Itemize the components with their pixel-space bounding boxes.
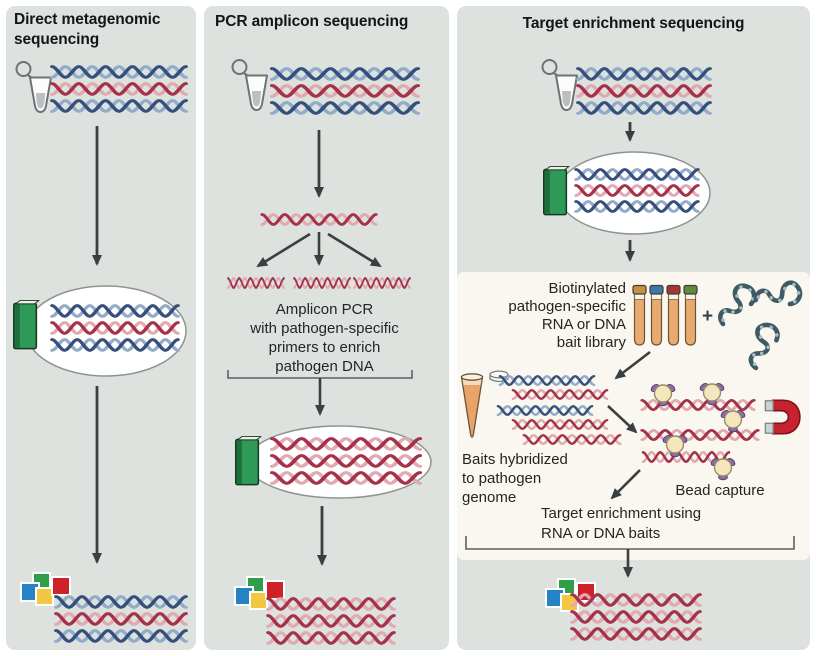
bait-tube-icon [683, 284, 698, 346]
amplicon-fragment-icon [228, 278, 284, 288]
flow-arrow-down [317, 506, 327, 566]
label-line: Target enrichment using [541, 505, 702, 522]
dna-helix-blue-icon [56, 630, 186, 642]
magnetic-bead-icon [698, 381, 726, 406]
label-line: bait library [556, 334, 626, 351]
flow-arrow-down [92, 126, 102, 266]
dna-helix-blue-icon [56, 596, 186, 608]
title-line: sequencing [14, 31, 100, 48]
caption-line: Amplicon PCR [275, 301, 374, 318]
dna-helix-red-icon [52, 83, 186, 95]
panel1-title: Direct metagenomic sequencing [14, 10, 192, 50]
sample-tube-icon [231, 59, 268, 111]
dna-helix-red-icon [56, 613, 186, 625]
book-icon [13, 299, 40, 350]
magnet-icon [764, 399, 801, 435]
magnetic-bead-icon [719, 408, 747, 433]
dna-helix-blue-icon [52, 339, 178, 351]
dna-helix-blue-icon [576, 201, 698, 212]
flow-arrow-down [625, 240, 635, 262]
bait-strand-red-icon [513, 390, 607, 399]
dna-helix-red-icon [268, 615, 394, 627]
dna-helix-blue-icon [52, 100, 186, 112]
dna-helix-red-icon [576, 185, 698, 196]
label-line: RNA or DNA [541, 316, 626, 333]
book-icon [543, 165, 570, 216]
dna-helix-red-icon [572, 628, 700, 640]
bait-strand-red-icon [513, 420, 607, 429]
arrow-beads-to-enrichment [610, 469, 641, 500]
plus-sign: + [702, 306, 714, 327]
dna-helix-red-icon [268, 632, 394, 644]
dna-helix-blue-icon [272, 68, 418, 80]
label-line: Baits hybridized [462, 451, 568, 468]
bait-tube-icon [649, 284, 664, 346]
dna-helix-red-icon [268, 598, 394, 610]
dna-helix-blue-icon [578, 68, 710, 80]
sample-tube-icon [15, 61, 52, 113]
title-line: Direct metagenomic [14, 11, 161, 28]
label-line: Biotinylated [548, 280, 626, 297]
dna-helix-blue-icon [52, 66, 186, 78]
baits-hybridized-label: Baits hybridized to pathogen genome [462, 450, 592, 507]
panel2-title: PCR amplicon sequencing [215, 13, 409, 30]
genome-strand-blue-icon [500, 376, 594, 385]
caption-line: pathogen DNA [275, 358, 374, 375]
dna-helix-red-icon [52, 322, 178, 334]
arrow-baits-to-hybridization [614, 350, 651, 380]
flow-arrow-down [625, 122, 635, 142]
arrow-hybridization-to-beads [607, 405, 638, 434]
conical-tube-icon [460, 373, 484, 438]
magnetic-bead-icon [709, 456, 737, 481]
target-enrichment-label: Target enrichment using RNA or DNA baits [541, 504, 771, 543]
dna-helix-red-icon [272, 85, 418, 97]
flow-arrow-down [92, 386, 102, 564]
caption-line: with pathogen-specific [250, 320, 399, 337]
dna-helix-red-icon [272, 472, 420, 484]
label-line: RNA or DNA baits [541, 524, 661, 542]
fan-arrow-right [327, 232, 382, 268]
fan-arrow-left [256, 232, 311, 268]
dna-helix-blue-icon [52, 305, 178, 317]
label-line: to pathogen [462, 470, 542, 487]
pathogen-dna-fragment-icon [262, 214, 376, 225]
bait-library-label: Biotinylated pathogen-specific RNA or DN… [458, 280, 626, 352]
dna-helix-blue-icon [576, 169, 698, 180]
bead-capture-label: Bead capture [675, 482, 765, 499]
enrichment-detail-box [457, 272, 810, 560]
dna-helix-red-icon [272, 438, 420, 450]
magnetic-bead-icon [649, 382, 677, 407]
caption-line: primers to enrich [268, 339, 381, 356]
bracket-with-arrow [465, 536, 795, 578]
dna-helix-red-icon [572, 611, 700, 623]
flow-arrow-down [314, 130, 324, 198]
genome-strand-blue-icon [498, 406, 592, 415]
panel3-title: Target enrichment sequencing [522, 15, 745, 32]
book-icon [235, 435, 262, 486]
bait-tube-icon [632, 284, 647, 346]
amplicon-fragment-icon [294, 278, 350, 288]
amplicon-fragment-icon [354, 278, 410, 288]
dna-helix-red-icon [578, 85, 710, 97]
fan-arrow-middle [314, 232, 324, 266]
magnetic-bead-icon [661, 433, 689, 458]
sample-tube-icon [541, 59, 578, 111]
dna-helix-blue-icon [272, 102, 418, 114]
dna-helix-red-icon [272, 455, 420, 467]
bait-tube-icon [666, 284, 681, 346]
dna-helix-red-icon [572, 594, 700, 606]
bracket-with-arrow [227, 370, 413, 416]
dna-helix-blue-icon [578, 102, 710, 114]
amplicon-pcr-caption: Amplicon PCR with pathogen-specific prim… [207, 300, 442, 376]
label-line: genome [462, 489, 517, 506]
label-line: pathogen-specific [508, 298, 626, 315]
